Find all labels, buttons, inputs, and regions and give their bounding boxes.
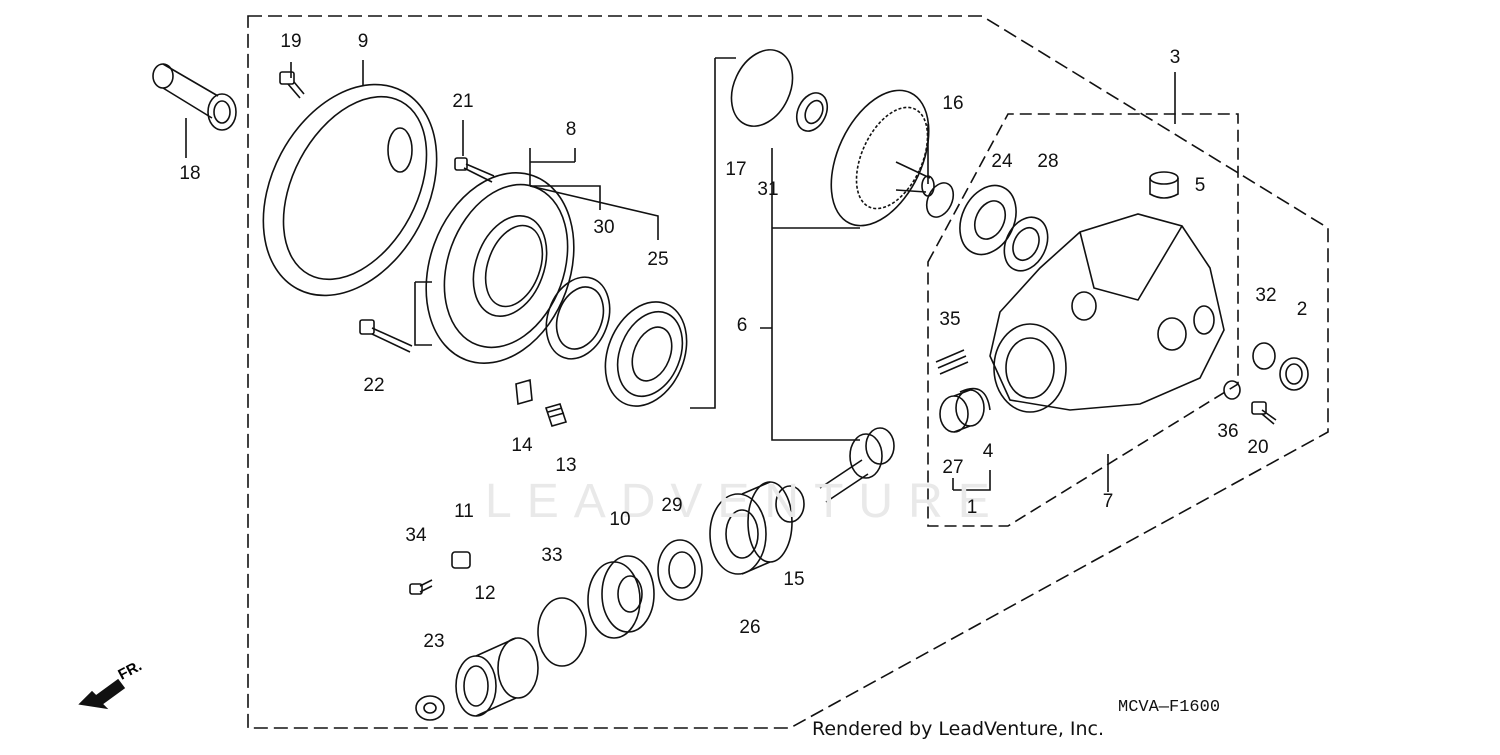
part-30-seal <box>545 276 611 360</box>
callout-17[interactable]: 17 <box>725 159 747 180</box>
part-22-bolt <box>359 319 413 353</box>
part-33-oring <box>537 597 587 667</box>
callout-27[interactable]: 27 <box>942 457 964 478</box>
part-17-circlip <box>730 49 794 127</box>
part-19-bolt <box>279 71 305 99</box>
callout-36[interactable]: 36 <box>1217 421 1239 442</box>
callout-20[interactable]: 20 <box>1247 437 1269 458</box>
part-24-bearing <box>959 184 1017 256</box>
part-20-bolt <box>1251 401 1277 425</box>
part-6-ring-gear <box>830 89 935 227</box>
part-4-clip <box>959 387 991 411</box>
callout-4[interactable]: 4 <box>982 441 994 462</box>
callout-18[interactable]: 18 <box>179 163 201 184</box>
part-8-housing-plate <box>425 172 575 364</box>
callout-3[interactable]: 3 <box>1169 47 1181 68</box>
callout-21[interactable]: 21 <box>452 91 474 112</box>
footer-credit: Rendered by LeadVenture, Inc. <box>812 718 1105 740</box>
part-23-nut <box>415 695 445 721</box>
callout-23[interactable]: 23 <box>423 631 445 652</box>
part-15-shim <box>775 485 805 523</box>
callout-9[interactable]: 9 <box>357 31 369 52</box>
callout-22[interactable]: 22 <box>363 375 385 396</box>
callout-32[interactable]: 32 <box>1255 285 1277 306</box>
part-10-nut <box>587 555 655 639</box>
callout-16[interactable]: 16 <box>942 93 964 114</box>
part-21-bolt <box>454 157 495 183</box>
part-11-collar <box>451 551 471 569</box>
callout-6[interactable]: 6 <box>736 315 748 336</box>
watermark: LEADVENTURE <box>485 475 1005 528</box>
callout-11[interactable]: 11 <box>454 501 474 522</box>
callout-31[interactable]: 31 <box>757 179 779 200</box>
part-9-ring <box>262 83 438 297</box>
callout-10[interactable]: 10 <box>609 509 631 530</box>
part-2-plug <box>1279 357 1309 391</box>
front-arrow-icon <box>78 678 126 710</box>
part-14-washer <box>515 378 533 406</box>
callout-7[interactable]: 7 <box>1102 491 1114 512</box>
part-13-spring <box>544 403 568 427</box>
callout-14[interactable]: 14 <box>511 435 533 456</box>
callout-2[interactable]: 2 <box>1296 299 1308 320</box>
callout-28[interactable]: 28 <box>1037 151 1059 172</box>
callout-1[interactable]: 1 <box>966 497 978 518</box>
part-18-pipe <box>152 63 237 131</box>
callout-25[interactable]: 25 <box>647 249 669 270</box>
diagram-code: MCVA—F1600 <box>1118 698 1221 717</box>
part-35-stud <box>935 349 969 375</box>
callout-29[interactable]: 29 <box>661 495 683 516</box>
callout-8[interactable]: 8 <box>565 119 577 140</box>
callout-13[interactable]: 13 <box>555 455 577 476</box>
part-7-gear-case <box>989 213 1225 413</box>
callout-35[interactable]: 35 <box>939 309 961 330</box>
part-31-bearing <box>795 92 829 132</box>
part-34-bolt <box>409 579 433 595</box>
part-12-coupling <box>455 637 539 717</box>
part-26-bearing <box>709 481 793 575</box>
callout-26[interactable]: 26 <box>739 617 761 638</box>
callout-19[interactable]: 19 <box>280 31 302 52</box>
callout-34[interactable]: 34 <box>405 525 427 546</box>
part-6-pinion <box>819 427 895 503</box>
part-29-seal <box>657 539 703 601</box>
part-27-bearing <box>939 389 985 433</box>
callout-12[interactable]: 12 <box>474 583 496 604</box>
callout-5[interactable]: 5 <box>1194 175 1206 196</box>
part-16-shim <box>925 182 955 218</box>
assembly-boundary <box>247 15 1329 729</box>
callout-30[interactable]: 30 <box>593 217 615 238</box>
callout-15[interactable]: 15 <box>783 569 805 590</box>
part-32-washer <box>1252 342 1276 370</box>
part-36-washer <box>1223 380 1241 400</box>
callout-33[interactable]: 33 <box>541 545 563 566</box>
part-25-bearing <box>604 301 688 407</box>
part-5-plug <box>1149 171 1179 199</box>
part-28-seal <box>1003 216 1049 272</box>
callout-24[interactable]: 24 <box>991 151 1013 172</box>
